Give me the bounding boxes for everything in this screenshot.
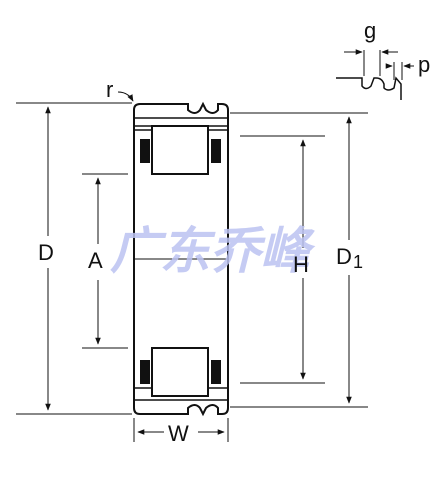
groove-dimension-p (385, 62, 414, 80)
top-roller (151, 125, 209, 175)
label-A: A (88, 248, 103, 273)
bottom-roller-assembly (140, 347, 221, 397)
top-roller-assembly (134, 125, 228, 175)
label-D1: D (336, 244, 352, 269)
label-D: D (38, 240, 54, 265)
bottom-cage-left (140, 360, 150, 384)
watermark-text: 广东乔峰 (110, 222, 316, 280)
groove-dimension-g (344, 49, 398, 76)
label-g: g (364, 18, 376, 43)
bottom-cage-right (211, 360, 221, 384)
label-W: W (168, 421, 189, 446)
label-p: p (418, 52, 430, 77)
bearing-outer-ring (133, 101, 229, 417)
top-cage-right (211, 139, 221, 163)
radius-leader (117, 91, 134, 102)
label-r: r (106, 77, 113, 102)
extension-lines (16, 102, 368, 442)
groove-detail (336, 76, 402, 100)
label-D1-subscript: 1 (353, 252, 363, 272)
top-cage-left (140, 139, 150, 163)
label-H: H (293, 252, 309, 277)
bottom-roller (151, 347, 209, 397)
